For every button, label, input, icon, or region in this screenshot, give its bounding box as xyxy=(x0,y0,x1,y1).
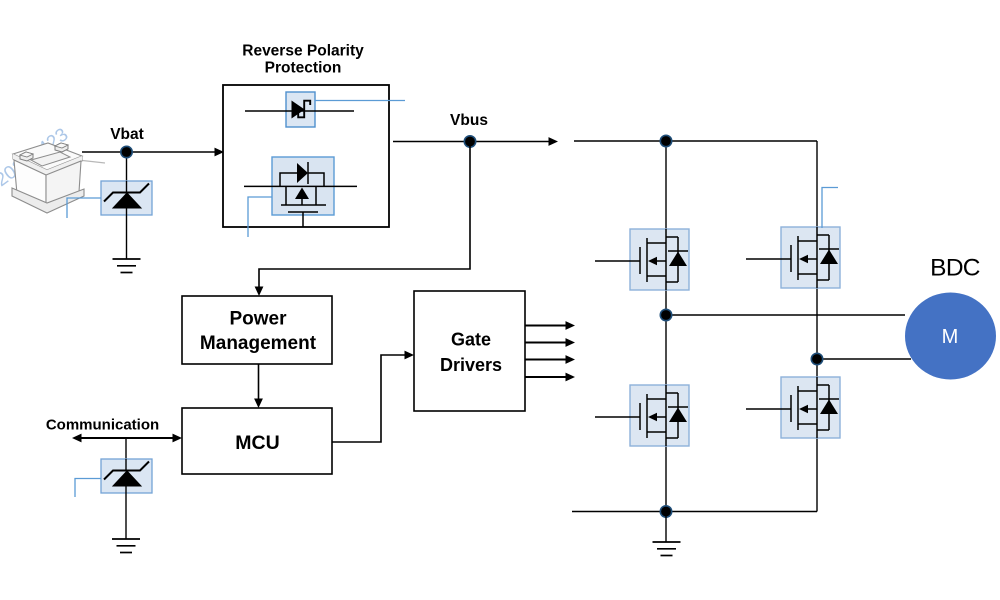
svg-text:MCU: MCU xyxy=(235,432,279,454)
svg-text:Drivers: Drivers xyxy=(440,355,502,375)
svg-text:Vbus: Vbus xyxy=(450,112,488,129)
svg-text:Vbat: Vbat xyxy=(110,126,144,143)
svg-text:Communication: Communication xyxy=(46,417,159,434)
svg-text:Protection: Protection xyxy=(265,60,342,77)
svg-text:BDC: BDC xyxy=(930,255,980,282)
svg-text:Power: Power xyxy=(229,309,287,330)
svg-text:Management: Management xyxy=(200,333,317,354)
svg-text:M: M xyxy=(942,326,959,348)
svg-text:Reverse Polarity: Reverse Polarity xyxy=(242,43,364,60)
svg-text:Gate: Gate xyxy=(451,330,491,350)
